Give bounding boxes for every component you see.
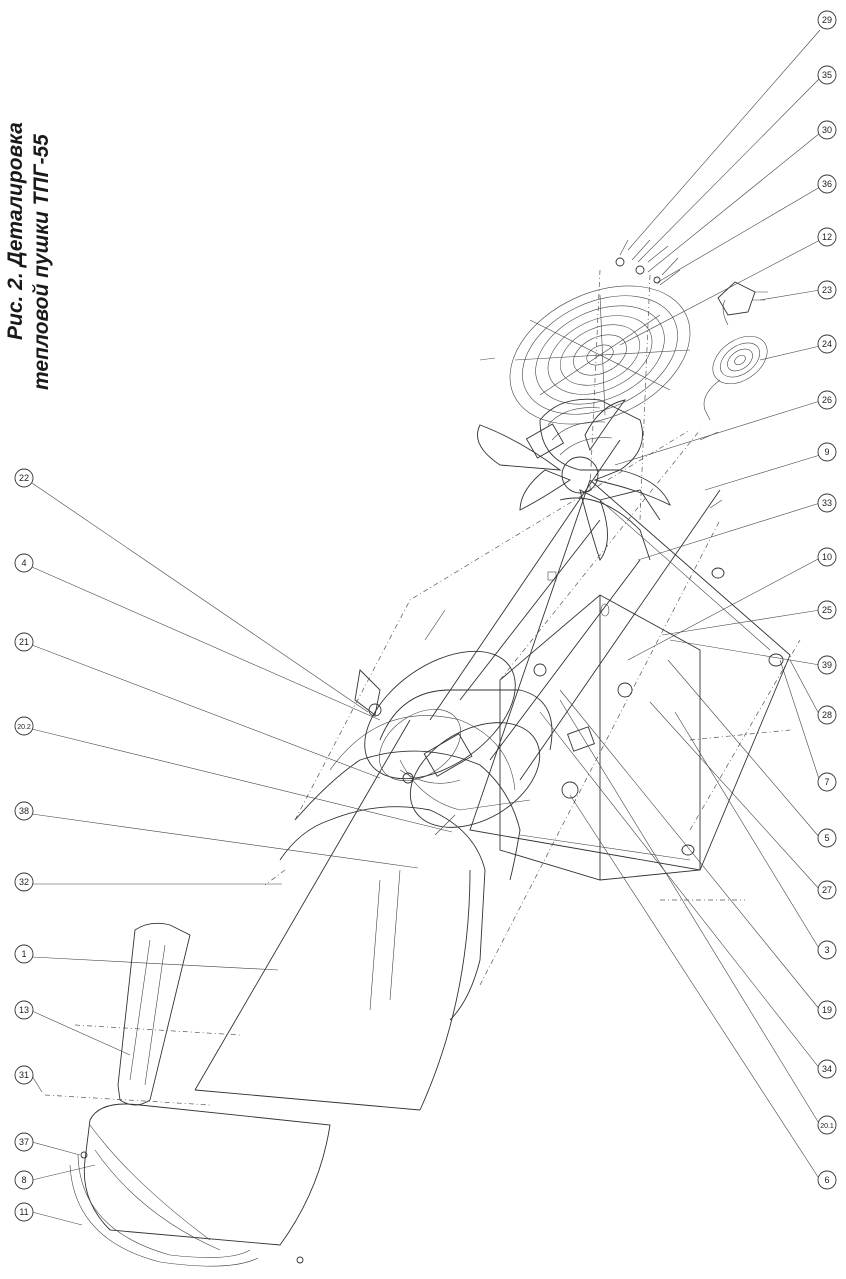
callout-31: 31 [14,1065,34,1085]
callout-28: 28 [817,705,837,725]
callout-12: 12 [817,227,837,247]
svg-text:1: 1 [21,949,26,959]
callouts-right: 29 35 30 36 12 23 24 26 9 33 10 25 39 28… [817,10,837,1190]
callout-1: 1 [14,944,34,964]
rear-cover-part-8 [69,1103,331,1267]
svg-text:19: 19 [822,1005,832,1015]
callouts-left: 22 4 21 20.2 38 32 1 13 31 37 8 11 [14,468,34,1222]
callout-23: 23 [817,280,837,300]
callout-20-2: 20.2 [14,716,34,736]
diagram-title: Рис. 2. Деталировка тепловой пушки ТПГ-5… [4,122,53,390]
svg-text:31: 31 [19,1070,29,1080]
svg-text:29: 29 [822,15,832,25]
svg-text:36: 36 [822,179,832,189]
callout-39: 39 [817,655,837,675]
svg-text:12: 12 [822,232,832,242]
title-line-1: Рис. 2. Деталировка [4,122,27,340]
callout-8: 8 [14,1170,34,1190]
svg-text:4: 4 [21,558,26,568]
svg-text:25: 25 [822,605,832,615]
fan-impeller [477,399,671,561]
assembly-dash-lines [264,269,801,986]
combustion-chamber [379,497,651,828]
callout-5: 5 [817,828,837,848]
callout-27: 27 [817,880,837,900]
svg-text:28: 28 [822,710,832,720]
callout-10: 10 [817,547,837,567]
plug-part-23 [717,281,768,316]
svg-text:5: 5 [824,833,829,843]
svg-text:11: 11 [19,1207,28,1217]
callout-29: 29 [817,10,837,30]
callout-9: 9 [817,442,837,462]
svg-text:20.2: 20.2 [17,724,31,731]
motor [525,398,643,471]
svg-text:27: 27 [822,885,832,895]
heater-drawing [44,239,801,1267]
svg-text:30: 30 [822,125,832,135]
callout-22: 22 [14,468,34,488]
callout-leaders [31,29,821,1226]
callout-38: 38 [14,801,34,821]
fasteners-top [479,239,723,509]
svg-text:34: 34 [822,1064,832,1074]
svg-text:8: 8 [21,1175,26,1185]
control-box [499,594,701,881]
svg-text:20.1: 20.1 [820,1123,834,1130]
base-plate-part-7 [469,479,791,871]
svg-text:7: 7 [824,777,829,787]
inner-cylinder [429,439,721,781]
callout-35: 35 [817,65,837,85]
callout-26: 26 [817,390,837,410]
svg-text:33: 33 [822,498,832,508]
callout-37: 37 [14,1132,34,1152]
svg-text:10: 10 [822,552,832,562]
callout-21: 21 [14,632,34,652]
svg-text:32: 32 [19,877,29,887]
callout-19: 19 [817,1000,837,1020]
svg-text:26: 26 [822,395,832,405]
callout-36: 36 [817,174,837,194]
handle-part-13 [44,922,241,1106]
callout-32: 32 [14,872,34,892]
callout-24: 24 [817,334,837,354]
housing-part-1 [194,715,521,1111]
callout-20-1: 20.1 [817,1115,837,1135]
svg-text:9: 9 [824,447,829,457]
callout-25: 25 [817,600,837,620]
callout-6: 6 [817,1170,837,1190]
callout-7: 7 [817,772,837,792]
callout-13: 13 [14,1000,34,1020]
callout-33: 33 [817,493,837,513]
callout-11: 11 [14,1202,34,1222]
power-cord-part-24 [703,299,768,421]
svg-text:3: 3 [824,945,829,955]
callout-34: 34 [817,1059,837,1079]
svg-text:39: 39 [822,660,832,670]
svg-text:23: 23 [822,285,832,295]
svg-text:22: 22 [19,473,29,483]
svg-text:21: 21 [19,637,29,647]
svg-text:6: 6 [824,1175,829,1185]
svg-text:38: 38 [19,806,29,816]
front-grille-part-12 [509,285,691,425]
svg-text:35: 35 [822,70,832,80]
svg-text:13: 13 [19,1005,29,1015]
title-line-2: тепловой пушки ТПГ-55 [30,134,53,390]
burner-assembly [354,609,516,836]
callout-4: 4 [14,553,34,573]
callout-3: 3 [817,940,837,960]
svg-text:24: 24 [822,339,832,349]
callout-30: 30 [817,120,837,140]
svg-text:37: 37 [19,1137,29,1147]
